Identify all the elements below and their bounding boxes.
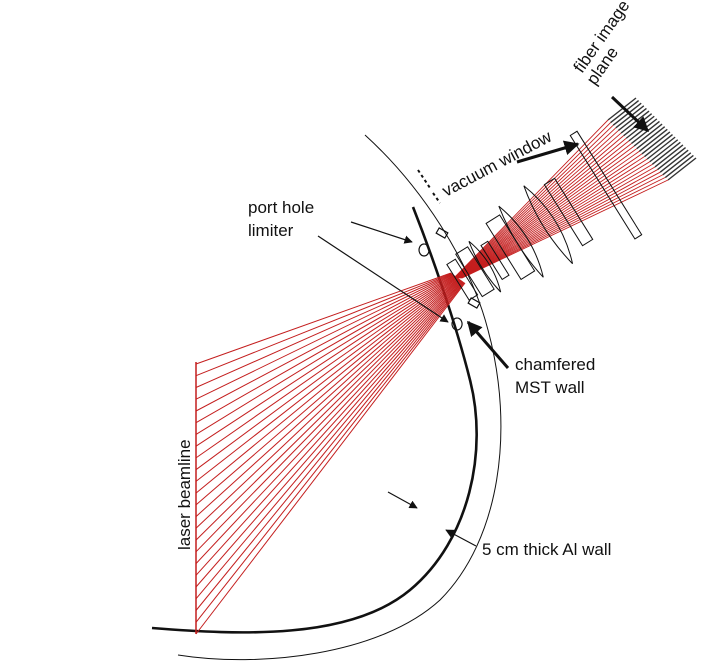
fan-ray xyxy=(195,278,460,517)
fan-ray xyxy=(195,277,459,506)
fan-ray xyxy=(195,273,454,400)
fiber-strand xyxy=(636,126,666,150)
limiter-arrow xyxy=(317,235,449,323)
fiber-strand xyxy=(646,136,676,160)
chamfered-arrow xyxy=(466,320,510,369)
fan-ray xyxy=(195,274,455,424)
fan-ray xyxy=(195,280,462,564)
fiber-strand xyxy=(644,133,673,158)
fiber-strand xyxy=(628,118,658,142)
fan-ray xyxy=(195,281,464,600)
fan-ray xyxy=(195,275,456,447)
fan-rays xyxy=(195,272,466,635)
port-hole-arrow xyxy=(350,221,413,244)
fiber-strand xyxy=(654,144,684,168)
relay-ray xyxy=(461,179,669,279)
laser-beamline-label: laser beamline xyxy=(175,439,194,550)
fiber-strand xyxy=(631,120,660,145)
fiber-strand xyxy=(618,107,647,131)
vacuum-window-label: vacuum window xyxy=(439,127,555,201)
fiber-strand xyxy=(615,105,645,129)
fiber-plane-arrow xyxy=(610,95,650,133)
fan-ray xyxy=(195,282,465,623)
relay-ray xyxy=(457,145,635,279)
fan-ray xyxy=(195,280,463,588)
relay-ray xyxy=(458,153,643,279)
fan-ray xyxy=(195,276,457,471)
fiber-strand xyxy=(662,152,692,176)
al-wall-label: 5 cm thick Al wall xyxy=(482,540,611,559)
fan-ray xyxy=(195,278,460,529)
port-dashes xyxy=(417,169,441,204)
fan-ray xyxy=(195,279,462,553)
lens-assembly xyxy=(446,130,643,301)
fan-ray xyxy=(195,277,459,494)
relay-ray xyxy=(460,166,656,279)
fan-ray xyxy=(195,272,452,365)
fiber-strand xyxy=(659,149,689,173)
fiber-strand xyxy=(633,123,663,147)
fiber-strand xyxy=(651,141,681,165)
relay-ray xyxy=(456,140,630,279)
fiber-strand xyxy=(607,97,637,121)
fiber-strand xyxy=(664,154,694,178)
port-hole-label: port hole xyxy=(248,198,314,217)
fiber-strand xyxy=(623,113,653,137)
fiber-strand xyxy=(657,147,686,171)
fiber-strand xyxy=(638,128,668,152)
relay-ray xyxy=(456,143,632,279)
relay-ray xyxy=(459,163,653,279)
relay-ray xyxy=(458,156,645,279)
relay-ray xyxy=(461,174,663,279)
mst-wall-label: MST wall xyxy=(515,378,585,397)
chamfered-label: chamfered xyxy=(515,355,595,374)
vacuum-window-arrow xyxy=(516,140,580,164)
limiter-label: limiter xyxy=(248,221,294,240)
fiber-strand xyxy=(667,157,697,181)
fan-ray xyxy=(195,276,458,482)
relay-ray xyxy=(455,135,624,279)
port-hole-limiter xyxy=(418,227,481,331)
fan-ray xyxy=(195,276,457,459)
fan-ray xyxy=(195,281,465,611)
relay-ray xyxy=(460,169,658,279)
fan-ray xyxy=(195,273,453,388)
relay-ray xyxy=(460,171,661,279)
relay-ray xyxy=(454,127,617,279)
relay-ray xyxy=(455,130,619,279)
fiber-strand xyxy=(625,115,655,139)
relay-ray xyxy=(461,176,666,279)
fan-ray xyxy=(195,282,466,635)
wall-thickness-arrow-outer xyxy=(445,529,477,547)
fan-ray xyxy=(195,275,455,435)
fan-ray xyxy=(195,279,461,541)
fiber-strand xyxy=(649,139,679,163)
fan-ray xyxy=(195,272,452,377)
outer-al-wall xyxy=(177,134,502,661)
wall-thickness-arrow-inner xyxy=(387,491,418,509)
fan-ray xyxy=(195,280,463,576)
fiber-strand xyxy=(612,102,642,126)
fiber-strand xyxy=(641,131,671,155)
fiber-strand xyxy=(610,100,640,124)
relay-ray xyxy=(456,137,627,279)
